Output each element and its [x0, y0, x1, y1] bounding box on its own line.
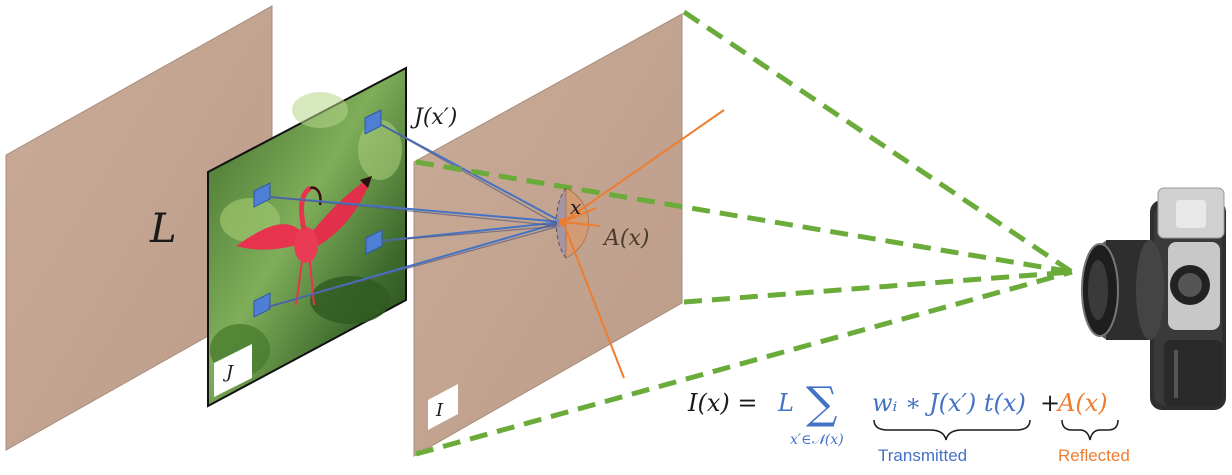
- patch-1: [364, 109, 382, 135]
- transmitted-caption: Transmitted: [878, 446, 967, 465]
- camera-icon: [1081, 187, 1226, 410]
- equation-lhs: I(x) =: [687, 389, 757, 417]
- plane-I-label: I: [435, 400, 444, 421]
- airlight-label: A(x): [602, 226, 649, 251]
- equation-L: L: [777, 389, 794, 417]
- equation-reflected-term: A(x): [1056, 389, 1108, 417]
- plane-J-label: J: [222, 362, 235, 383]
- equation-sum-subscript: x′∈𝒩(x): [790, 432, 844, 448]
- equation-plus: +: [1040, 389, 1060, 417]
- patch-4: [253, 292, 271, 318]
- plane-J: J: [207, 66, 407, 408]
- ibis-bird: [236, 176, 372, 306]
- reflected-caption: Reflected: [1058, 446, 1130, 465]
- plane-L-label: L: [149, 206, 177, 252]
- reflected-rays: [562, 109, 725, 379]
- equation-transmitted-term: wᵢ ∗ J(x′) t(x): [872, 389, 1026, 417]
- patch-3: [365, 229, 383, 255]
- image-formation-equation: I(x) = L ∑ x′∈𝒩(x) wᵢ ∗ J(x′) t(x) + A(x…: [687, 378, 1130, 465]
- reflected-brace: [1061, 419, 1119, 441]
- camera-frustum: [415, 9, 1074, 457]
- patch-2: [253, 182, 271, 208]
- plane-I: [413, 13, 683, 457]
- transmission-rays-shadow: [267, 123, 561, 308]
- neighbor-patches: [253, 109, 383, 318]
- plane-J-label-box: [214, 344, 252, 397]
- transmitted-brace: [873, 419, 1031, 441]
- point-label: x: [570, 195, 581, 219]
- plane-I-label-box: [428, 384, 458, 430]
- patch-label: J(x′): [410, 105, 457, 130]
- equation-sum-symbol: ∑: [806, 378, 837, 429]
